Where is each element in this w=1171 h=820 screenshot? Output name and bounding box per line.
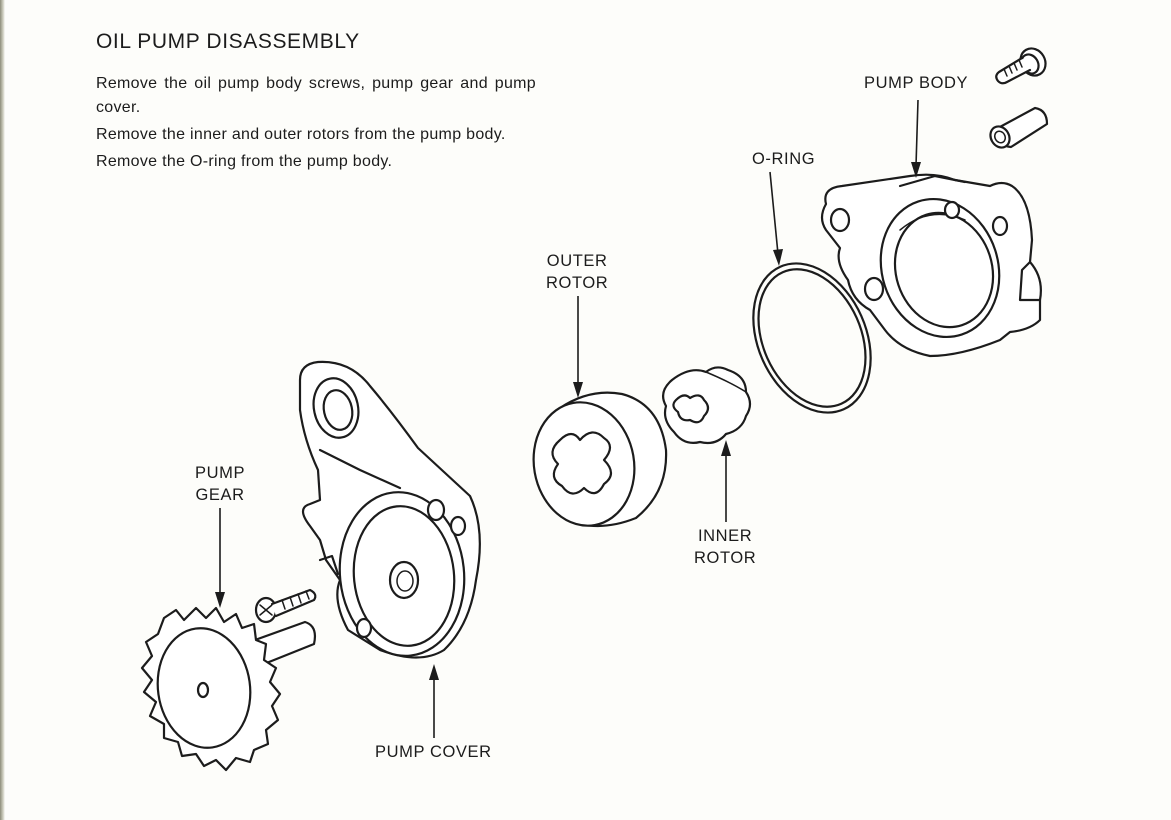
leader-line-o-ring (769, 171, 783, 266)
label-pump-gear-line-2: GEAR (195, 486, 245, 504)
label-pump-gear-line-1: PUMP (195, 464, 246, 482)
label-pump-cover: PUMP COVER (375, 743, 492, 761)
leader-line-pump-cover (429, 664, 439, 738)
label-inner-rotor-line-2: ROTOR (694, 549, 757, 567)
label-inner-rotor-line-1: INNER (697, 527, 753, 545)
pump-cover-screw (254, 588, 317, 624)
label-outer-rotor: OUTER ROTOR (546, 250, 608, 294)
label-pump-body: PUMP BODY (864, 74, 969, 92)
label-o-ring: O-RING (752, 150, 816, 168)
pump-cover-part (298, 360, 481, 659)
pump-gear-part (140, 606, 317, 772)
pump-body-part (820, 173, 1042, 358)
label-inner-rotor: INNER ROTOR (694, 525, 756, 569)
dowel-pin (989, 106, 1049, 149)
leader-line-outer-rotor (573, 296, 583, 398)
label-outer-rotor-line-2: ROTOR (546, 274, 609, 292)
instruction-step-2: Remove the inner and outer rotors from t… (96, 126, 506, 143)
instruction-list: Remove the oil pump body screws, pump ge… (96, 72, 536, 177)
outer-rotor-part (532, 391, 668, 528)
o-ring-part (752, 262, 872, 414)
label-pump-gear: PUMP GEAR (195, 462, 245, 506)
instruction-step-3: Remove the O-ring from the pump body. (96, 153, 393, 170)
leader-line-pump-body (911, 99, 921, 178)
section-title: OIL PUMP DISASSEMBLY (96, 30, 360, 53)
label-outer-rotor-line-1: OUTER (546, 252, 608, 270)
instruction-step-1: Remove the oil pump body screws, pump ge… (96, 75, 536, 116)
inner-rotor-part (661, 366, 752, 445)
pump-body-screw (995, 47, 1047, 85)
page-binding-edge (0, 0, 5, 820)
leader-line-pump-gear (215, 508, 225, 608)
leader-line-inner-rotor (721, 440, 731, 522)
